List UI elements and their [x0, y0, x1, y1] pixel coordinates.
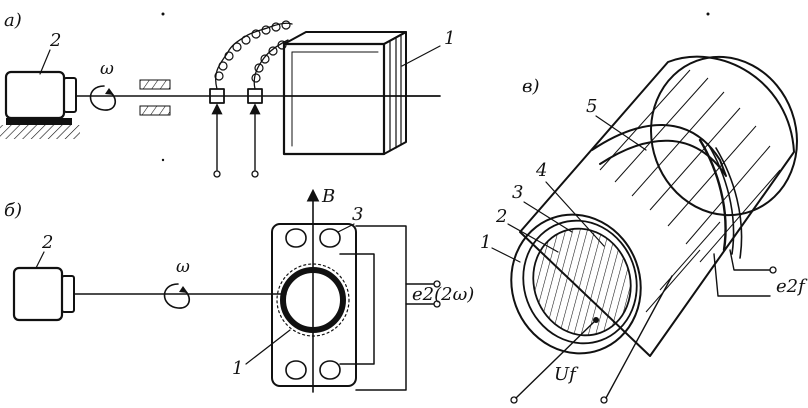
lead-uf-2 [605, 275, 673, 399]
panel-c-label: в) [522, 76, 540, 97]
panel-a-label: а) [4, 10, 22, 31]
cylinder-shading [599, 69, 781, 313]
lead-uf-1 [515, 319, 597, 399]
sample-a-label: 1 [444, 28, 455, 49]
motor-a [0, 70, 80, 139]
emf-c-label: e2f [776, 276, 808, 297]
coil-b-label: 3 [352, 204, 363, 225]
label-3: 3 [512, 182, 523, 203]
winding-band-5 [591, 124, 727, 177]
sample-ring-b [280, 267, 346, 333]
panel-b: б) 2 ω 3 B [4, 186, 474, 393]
label-1: 1 [480, 232, 491, 253]
coiled-lead-2 [253, 39, 289, 90]
motor-a-label: 2 [49, 30, 61, 51]
label-5: 5 [586, 96, 597, 117]
lead-outer [355, 225, 407, 391]
coil-loops-2 [251, 40, 287, 83]
sample-block-a [282, 31, 441, 156]
lead-e2f-2 [713, 253, 771, 297]
bearing-bottom-a [139, 105, 171, 116]
panel-b-label: б) [4, 200, 22, 221]
coiled-lead-1 [215, 22, 293, 90]
core-2 [532, 227, 632, 337]
panel-a: а) 2 ω [0, 10, 455, 178]
coil-loops-1 [214, 20, 291, 81]
field-b-label: B [321, 186, 335, 207]
panel-c: в) [480, 55, 808, 404]
rotation-arrow-a [89, 85, 117, 111]
omega-b: ω [176, 257, 190, 277]
coil-bottom [285, 360, 341, 380]
omega-a: ω [100, 59, 114, 79]
label-2: 2 [495, 206, 507, 227]
voltage-c-label: Uf [554, 364, 579, 385]
sample-b-label: 1 [232, 358, 243, 379]
lead-inner [339, 253, 375, 365]
label-4: 4 [535, 160, 547, 181]
motor-b [12, 266, 75, 322]
motor-b-label: 2 [41, 232, 53, 253]
ring-1 [510, 213, 642, 355]
rotation-arrow-b [163, 283, 191, 309]
lead-e2f-1 [729, 249, 771, 271]
coil-frame [271, 223, 357, 387]
coil-top [285, 228, 341, 248]
cylinder [510, 55, 798, 357]
bearing-top-a [139, 79, 171, 90]
emf-b-label: e2(2ω) [412, 284, 474, 305]
